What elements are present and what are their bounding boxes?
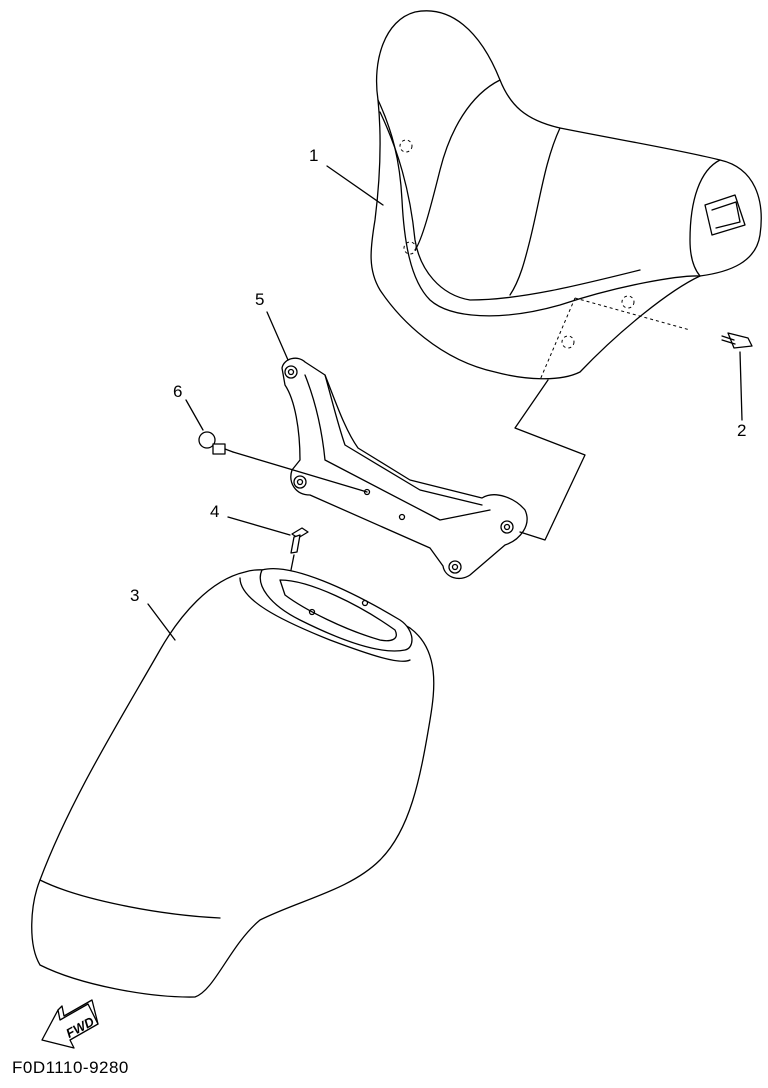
part-5-bracket (281, 357, 528, 580)
callout-5: 5 (255, 290, 265, 309)
figure-code: F0D1110-9280 (12, 1058, 129, 1077)
forward-arrow-icon: FWD (41, 999, 99, 1049)
leader-lines (147, 165, 743, 641)
callout-4: 4 (210, 502, 220, 521)
part-3-cover (31, 568, 435, 998)
part-1-seat (370, 10, 762, 381)
callout-3: 3 (130, 586, 140, 605)
callout-6: 6 (173, 382, 183, 401)
callout-2: 2 (737, 421, 747, 440)
part-6-bolt (198, 431, 368, 493)
part-2-screw (721, 332, 753, 349)
callout-1: 1 (309, 146, 319, 165)
